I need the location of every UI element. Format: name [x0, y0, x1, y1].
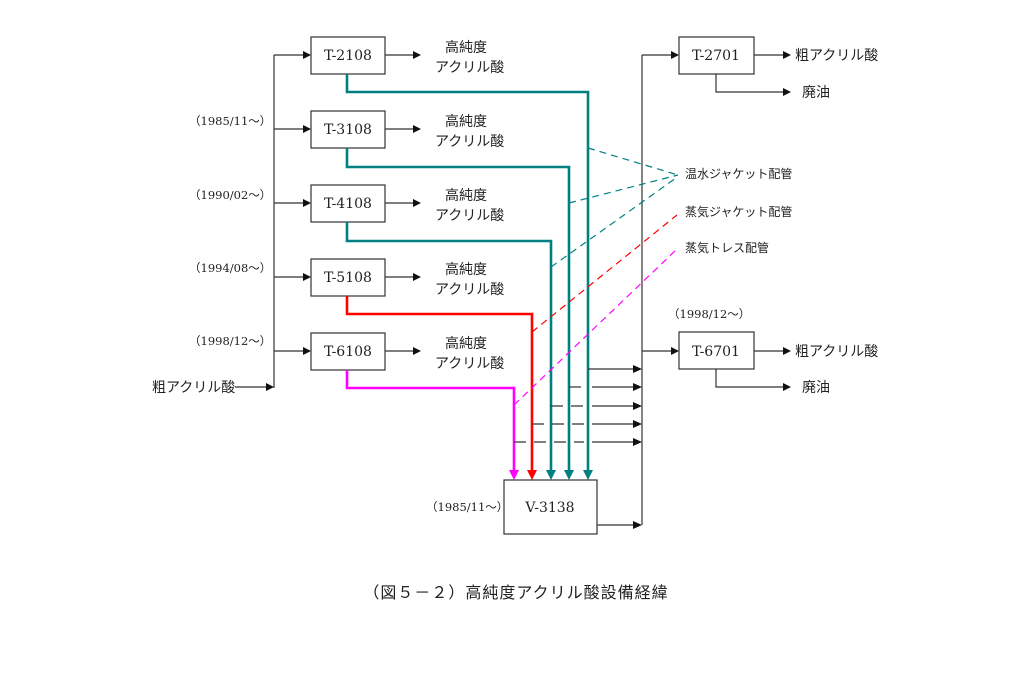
legend-leader-hot-water: [587, 147, 679, 176]
legend-label-steam-trace: 蒸気トレス配管: [685, 240, 769, 255]
arrowhead: [413, 199, 421, 207]
arrowhead: [413, 273, 421, 281]
arrowhead: [633, 521, 642, 529]
legend-label-steam-jacket: 蒸気ジャケット配管: [685, 204, 792, 219]
tower-row-t5108: （1994/08～） T-5108 高純度 アクリル酸: [189, 258, 504, 298]
product-label-line2: アクリル酸: [435, 208, 504, 224]
vessel-id: V-3138: [524, 500, 574, 516]
tower-id: T-5108: [324, 270, 372, 286]
waste-line: [715, 369, 783, 388]
tower-row-t2108: T-2108 高純度 アクリル酸: [274, 36, 504, 76]
recovery-tower-id: T-6701: [692, 344, 740, 360]
arrowhead: [633, 383, 642, 391]
recovery-row-t2701: T-2701 粗アクリル酸 廃油: [642, 36, 878, 101]
start-date-label: （1985/11～）: [189, 114, 271, 128]
tower-row-t6108: （1998/12～） T-6108 高純度 アクリル酸: [189, 332, 504, 372]
arrowhead: [413, 347, 421, 355]
waste-label: 廃油: [802, 84, 830, 101]
product-label-line1: 高純度: [445, 113, 487, 130]
arrowhead: [783, 347, 791, 355]
pipe-arrowhead: [509, 470, 519, 480]
pipe-arrowhead: [527, 470, 537, 480]
pipe-t4108-hot-water: [345, 222, 553, 471]
pipe-arrowhead: [564, 470, 574, 480]
arrowhead: [413, 51, 421, 59]
start-date-label: （1990/02～）: [189, 188, 271, 202]
product-label-line2: アクリル酸: [435, 60, 504, 76]
recovery-row-t6701: （1998/12～） T-6701 粗アクリル酸 廃油: [642, 307, 878, 396]
vessel-v3138: （1985/11～） V-3138: [426, 479, 642, 535]
arrowhead: [303, 125, 311, 133]
start-date-label: （1998/12～）: [189, 334, 271, 348]
start-date-label: （1985/11～）: [426, 500, 508, 514]
arrowhead: [783, 51, 791, 59]
legend: 温水ジャケット配管 蒸気ジャケット配管 蒸気トレス配管: [513, 147, 792, 406]
tower-id: T-2108: [324, 48, 372, 64]
arrowhead: [413, 125, 421, 133]
product-label: 粗アクリル酸: [795, 344, 878, 360]
arrowhead: [783, 88, 791, 96]
arrowhead: [303, 273, 311, 281]
tower-row-t3108: （1985/11～） T-3108 高純度 アクリル酸: [189, 110, 504, 150]
product-label-line2: アクリル酸: [435, 356, 504, 372]
bypass-branches: [514, 365, 642, 446]
arrowhead: [633, 365, 642, 373]
start-date-label: （1994/08～）: [189, 261, 271, 275]
tower-box[interactable]: [310, 36, 386, 75]
feed-label: 粗アクリル酸: [152, 380, 235, 396]
pipe-t5108-steam-jacket: [345, 296, 534, 471]
product-label-line2: アクリル酸: [435, 134, 504, 150]
product-label-line1: 高純度: [445, 261, 487, 278]
tower-id: T-6108: [324, 344, 372, 360]
legend-label-hot-water-jacket: 温水ジャケット配管: [685, 166, 792, 181]
arrowhead: [633, 420, 642, 428]
figure-caption: （図５－２）高純度アクリル酸設備経緯: [363, 583, 668, 602]
feed-arrowhead: [266, 383, 274, 391]
tower-box[interactable]: [310, 332, 386, 371]
tower-row-t4108: （1990/02～） T-4108 高純度 アクリル酸: [189, 184, 504, 224]
arrowhead: [303, 199, 311, 207]
legend-leader-hot-water: [568, 174, 679, 204]
arrowhead: [783, 383, 791, 391]
start-date-label: （1998/12～）: [668, 307, 750, 321]
vessel-box[interactable]: [503, 479, 598, 535]
tower-id: T-3108: [324, 122, 372, 138]
recovery-tower-id: T-2701: [692, 48, 740, 64]
product-label: 粗アクリル酸: [795, 48, 878, 64]
waste-label: 廃油: [802, 379, 830, 396]
pipe-arrowhead: [583, 470, 593, 480]
pipe-t6108-steam-trace: [345, 370, 516, 471]
tower-box[interactable]: [310, 184, 386, 223]
pipe-arrowhead: [546, 470, 556, 480]
pipe-t3108-hot-water: [345, 148, 571, 471]
arrowhead: [303, 51, 311, 59]
legend-leader-steam-jacket: [531, 214, 678, 333]
legend-leader-hot-water: [550, 177, 677, 268]
product-label-line1: 高純度: [445, 39, 487, 56]
arrowhead: [671, 51, 679, 59]
arrowhead: [633, 402, 642, 410]
waste-line: [715, 74, 783, 93]
product-label-line2: アクリル酸: [435, 282, 504, 298]
tower-id: T-4108: [324, 196, 372, 212]
product-label-line1: 高純度: [445, 335, 487, 352]
arrowhead: [633, 438, 642, 446]
pipe-t2108-hot-water: [345, 74, 590, 471]
product-label-line1: 高純度: [445, 187, 487, 204]
arrowhead: [671, 347, 679, 355]
recovery-tower-box[interactable]: [678, 331, 755, 370]
legend-leader-steam-trace: [513, 249, 677, 406]
arrowhead: [303, 347, 311, 355]
